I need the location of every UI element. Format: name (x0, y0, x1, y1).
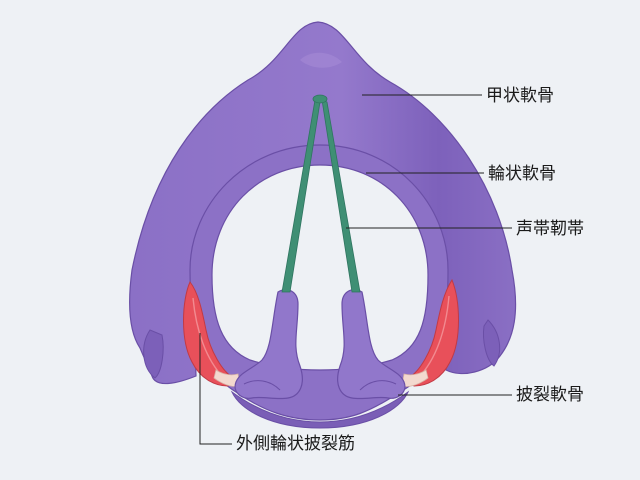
leader-lines (199, 94, 512, 445)
arytenoid-left-shade (243, 380, 281, 391)
arytenoid-right-shade (359, 380, 397, 391)
label-arytenoid-cartilage: 披裂軟骨 (516, 385, 584, 405)
tendon-right (401, 369, 429, 387)
muscle-left (183, 281, 235, 387)
label-lateral-cricoarytenoid: 外側輪状披裂筋 (236, 434, 355, 454)
thyroid-horn-left (143, 329, 164, 379)
cricoid-cartilage (189, 144, 449, 421)
leader-muscle (199, 333, 232, 445)
label-thyroid-cartilage: 甲状軟骨 (486, 86, 554, 106)
arytenoid-left (234, 289, 303, 400)
tendon-left (213, 369, 241, 387)
label-cricoid-cartilage: 輪状軟骨 (488, 164, 556, 184)
thyroid-notch-shade (300, 52, 342, 68)
arytenoid-right (337, 289, 406, 400)
vocal-ligament-attachment (312, 94, 328, 104)
label-vocal-ligament: 声帯靭帯 (516, 219, 584, 239)
cricoid-lower-plate (230, 390, 410, 429)
thyroid-horn-right (483, 319, 501, 367)
muscle-right (407, 278, 459, 387)
